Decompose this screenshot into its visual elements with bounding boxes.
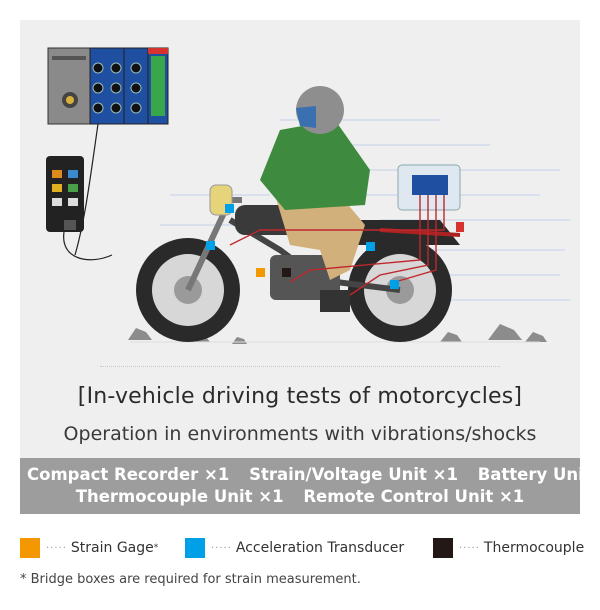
divider	[100, 366, 500, 367]
unit-label: Battery Unit ×1	[477, 465, 600, 484]
unit-label: Remote Control Unit ×1	[303, 487, 525, 506]
units-row-1: Compact Recorder ×1 Strain/Voltage Unit …	[20, 464, 600, 486]
acceleration-transducer-swatch-icon	[185, 538, 205, 558]
page-subtitle: Operation in environments with vibration…	[63, 423, 537, 445]
rocks	[128, 324, 547, 344]
legend-item-thermocouple: ····· Thermocouple	[433, 538, 584, 558]
remote-control-icon	[46, 156, 84, 232]
strain-gage-swatch-icon	[20, 538, 40, 558]
units-bar: Compact Recorder ×1 Strain/Voltage Unit …	[20, 458, 600, 514]
unit-label: Thermocouple Unit ×1	[75, 487, 284, 506]
legend-item-strain-gage: ····· Strain Gage*	[20, 538, 158, 558]
recorder-unit-icon	[47, 47, 169, 125]
legend-label: Strain Gage	[70, 540, 154, 556]
legend: ····· Strain Gage* ····· Acceleration Tr…	[20, 538, 590, 560]
legend-label: Acceleration Transducer	[235, 540, 405, 556]
footnote: * Bridge boxes are required for strain m…	[20, 572, 361, 587]
legend-label: Thermocouple	[483, 540, 585, 556]
unit-label: Compact Recorder ×1	[27, 465, 230, 484]
rider-motorcycle-icon	[136, 86, 464, 342]
illustration	[46, 47, 570, 344]
unit-label: Strain/Voltage Unit ×1	[249, 465, 458, 484]
wires	[229, 195, 445, 296]
legend-item-acceleration-transducer: ····· Acceleration Transducer	[185, 538, 404, 558]
sensor-markers	[206, 204, 399, 289]
page-title: [In-vehicle driving tests of motorcycles…	[77, 384, 523, 409]
legend-mark: *	[153, 543, 159, 553]
thermocouple-swatch-icon	[433, 538, 453, 558]
units-row-2: Thermocouple Unit ×1 Remote Control Unit…	[20, 486, 580, 508]
